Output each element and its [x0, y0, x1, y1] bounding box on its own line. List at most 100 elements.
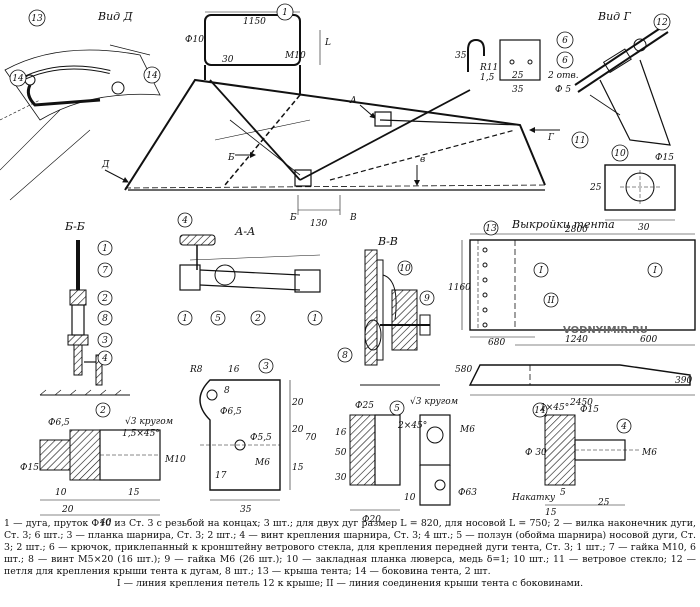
part-num: 13 — [31, 14, 43, 24]
dim: 1150 — [243, 17, 266, 27]
dim: 10 — [404, 493, 416, 503]
balloon-1-top — [276, 3, 294, 21]
part-num: 8 — [102, 314, 108, 324]
dim: А — [349, 96, 357, 106]
dim: 30 — [222, 55, 234, 65]
dim: 580 — [455, 365, 472, 375]
balloon-vv-8 — [337, 347, 353, 363]
dim: Ф15 — [20, 463, 39, 473]
dim: Ф20 — [362, 515, 381, 525]
balloon-part-3 — [258, 358, 274, 374]
part-num: 1 — [312, 314, 318, 324]
part-num: 14 — [12, 74, 24, 84]
balloon-vv-9 — [419, 290, 435, 306]
title-vid-d: Вид Д — [97, 10, 134, 23]
dim: в — [420, 155, 425, 165]
dim: 15 — [128, 488, 140, 498]
part-num: 14 — [146, 71, 158, 81]
balloon-bb-8 — [97, 310, 113, 326]
part-num: 4 — [620, 422, 627, 432]
section-bb — [39, 240, 130, 396]
dim: 2800 — [564, 225, 588, 235]
part-num: 3 — [263, 362, 269, 372]
section-vv — [360, 249, 440, 386]
legend-parts-list: 1 — дуга, пруток Ф10 из Ст. 3 с резьбой … — [4, 518, 696, 577]
hook-detail — [467, 38, 541, 81]
dim: 5 — [560, 488, 566, 498]
title-section-bb: Б-Б — [64, 220, 85, 233]
grommet-plate-detail — [604, 164, 676, 221]
part-balloons — [9, 3, 671, 434]
dim: 17 — [215, 471, 227, 481]
dim: Ф6,5 — [48, 418, 70, 428]
view-d — [0, 49, 161, 201]
dim: Ф25 — [355, 401, 374, 411]
dim: М10 — [164, 455, 186, 465]
dim: R11 — [479, 63, 498, 73]
dim: 35 — [455, 51, 467, 61]
part-num: 11 — [574, 136, 585, 146]
dim: 25 — [597, 498, 610, 508]
dim: 15 — [545, 508, 557, 518]
watermark: VODNYIMIR.RU — [563, 325, 648, 336]
balloon-aa-1a — [177, 310, 193, 326]
part-num: 1 — [282, 8, 288, 18]
balloon-11 — [571, 131, 589, 149]
balloon-part-4 — [616, 418, 632, 434]
dim: Б — [227, 153, 235, 163]
part-num: 12 — [656, 18, 668, 28]
dim: √3 кругом — [410, 396, 458, 407]
dim: 390 — [675, 376, 692, 386]
dim: 20 — [291, 425, 304, 435]
dim: Ф15 — [580, 405, 599, 415]
balloon-6b — [556, 51, 574, 69]
legend-lines-note: I — линия крепления петель 12 к крыше; I… — [116, 578, 584, 589]
dim: 1,5 — [480, 73, 495, 83]
part-num: 7 — [102, 266, 108, 276]
dim: 2450 — [569, 398, 593, 408]
balloon-pattern-13 — [483, 220, 499, 236]
dim: 35 — [240, 505, 252, 515]
dim: 10 — [55, 488, 67, 498]
balloon-pattern-14 — [532, 402, 548, 418]
main-frame-view — [104, 11, 560, 215]
part-num: 10 — [614, 149, 626, 159]
dim: 16 — [228, 365, 240, 375]
section-aa — [179, 234, 321, 293]
dim: 16 — [335, 428, 347, 438]
dim: 8 — [224, 386, 230, 396]
part-num: 4 — [181, 216, 188, 226]
part-num: 6 — [562, 56, 568, 66]
part-num: 8 — [342, 351, 348, 361]
part-2-fork — [39, 429, 161, 516]
part-num: 10 — [399, 264, 411, 274]
title-section-aa: А-А — [234, 225, 255, 238]
dim: 1,5×45° — [122, 429, 160, 439]
balloon-part-5 — [389, 400, 405, 416]
dim: 1160 — [448, 283, 471, 293]
balloon-13 — [28, 9, 46, 27]
balloon-10 — [611, 144, 629, 162]
balloon-aa-1b — [307, 310, 323, 326]
dim: 1×45° — [540, 403, 569, 413]
balloon-bb-4 — [97, 350, 113, 366]
dim: Ф15 — [655, 153, 674, 163]
balloon-aa-4 — [177, 212, 193, 228]
dim: 2 отв. — [547, 71, 579, 81]
part-num: 2 — [99, 406, 106, 416]
balloon-bb-3 — [97, 332, 113, 348]
dim: 1240 — [565, 335, 588, 345]
balloon-pattern-1b — [647, 262, 663, 278]
dim: L — [324, 38, 331, 48]
dim: 40 — [99, 518, 112, 528]
part-num: 1 — [182, 314, 188, 324]
part-num: 5 — [394, 404, 400, 414]
part-4-screw — [544, 414, 640, 506]
dim: М6 — [641, 448, 657, 458]
title-patterns: Выкройки тента — [511, 218, 615, 231]
part-num: 3 — [102, 336, 108, 346]
dim: Ф 5 — [555, 85, 571, 95]
dim: 680 — [488, 338, 505, 348]
part-num: 6 — [562, 36, 568, 46]
